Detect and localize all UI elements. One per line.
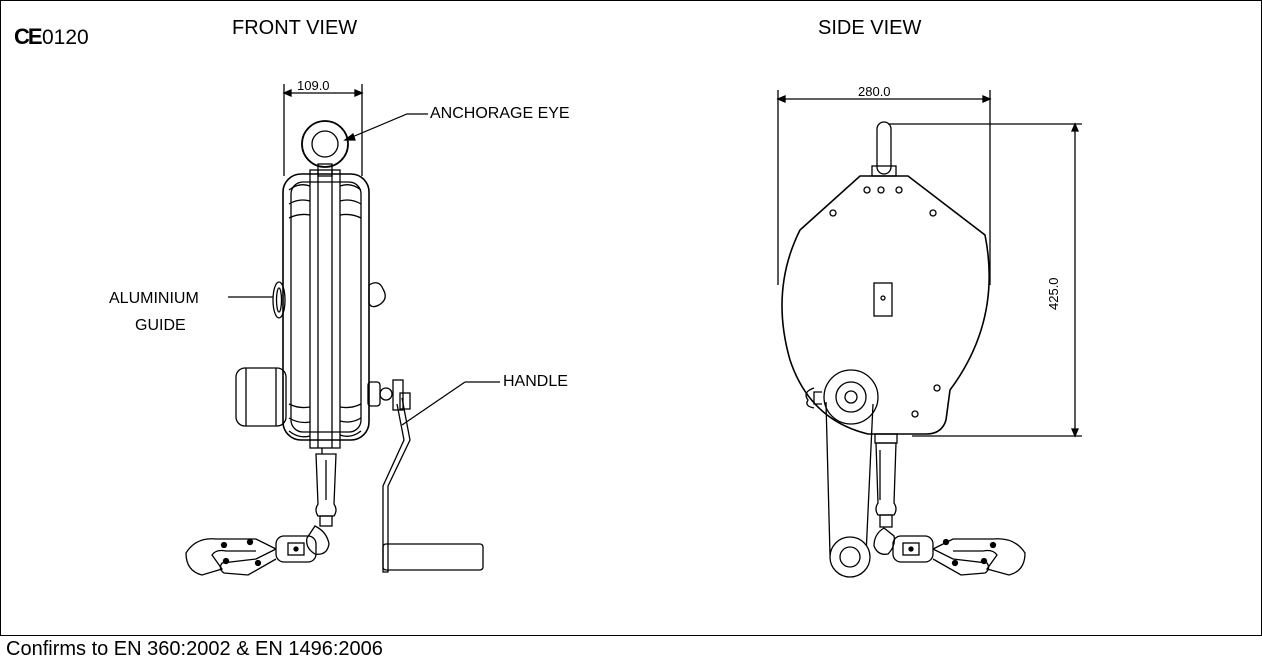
ce-mark-logo: CE (14, 24, 43, 49)
side-lanyard-grip (874, 433, 898, 528)
side-snap-hook (873, 527, 1026, 576)
front-snap-hook (185, 525, 330, 576)
side-height-dimension-value: 425.0 (1046, 277, 1061, 310)
aluminium-guide (228, 281, 286, 319)
front-view-title: FRONT VIEW (232, 17, 358, 39)
front-view-drawing (185, 84, 500, 576)
anchorage-eye (301, 120, 349, 177)
conformity-statement: Confirms to EN 360:2002 & EN 1496:2006 (6, 638, 383, 660)
handle-callout: HANDLE (503, 373, 568, 390)
side-screws (829, 186, 941, 418)
side-view-drawing (776, 90, 1082, 578)
side-label-plate (873, 282, 893, 317)
front-side-knob (368, 282, 386, 308)
anchorage-eye-callout: ANCHORAGE EYE (430, 105, 570, 122)
front-width-dimension (282, 84, 364, 176)
front-crank-connector (367, 379, 411, 411)
front-handle (382, 381, 500, 573)
certification-number: 0120 (42, 26, 89, 49)
aluminium-guide-callout-line2: GUIDE (135, 317, 186, 334)
side-height-dimension (888, 122, 1082, 438)
side-width-dimension-value: 280.0 (858, 84, 891, 99)
side-crank (805, 369, 879, 578)
front-lanyard-grip (315, 448, 337, 527)
side-housing-body (781, 175, 990, 435)
front-motor-housing (235, 367, 287, 427)
side-anchor-stem (871, 121, 897, 177)
front-width-dimension-value: 109.0 (297, 78, 330, 93)
front-housing (282, 169, 370, 449)
side-width-dimension (776, 90, 992, 285)
side-view-title: SIDE VIEW (818, 17, 922, 39)
aluminium-guide-callout-line1: ALUMINIUM (109, 290, 199, 307)
